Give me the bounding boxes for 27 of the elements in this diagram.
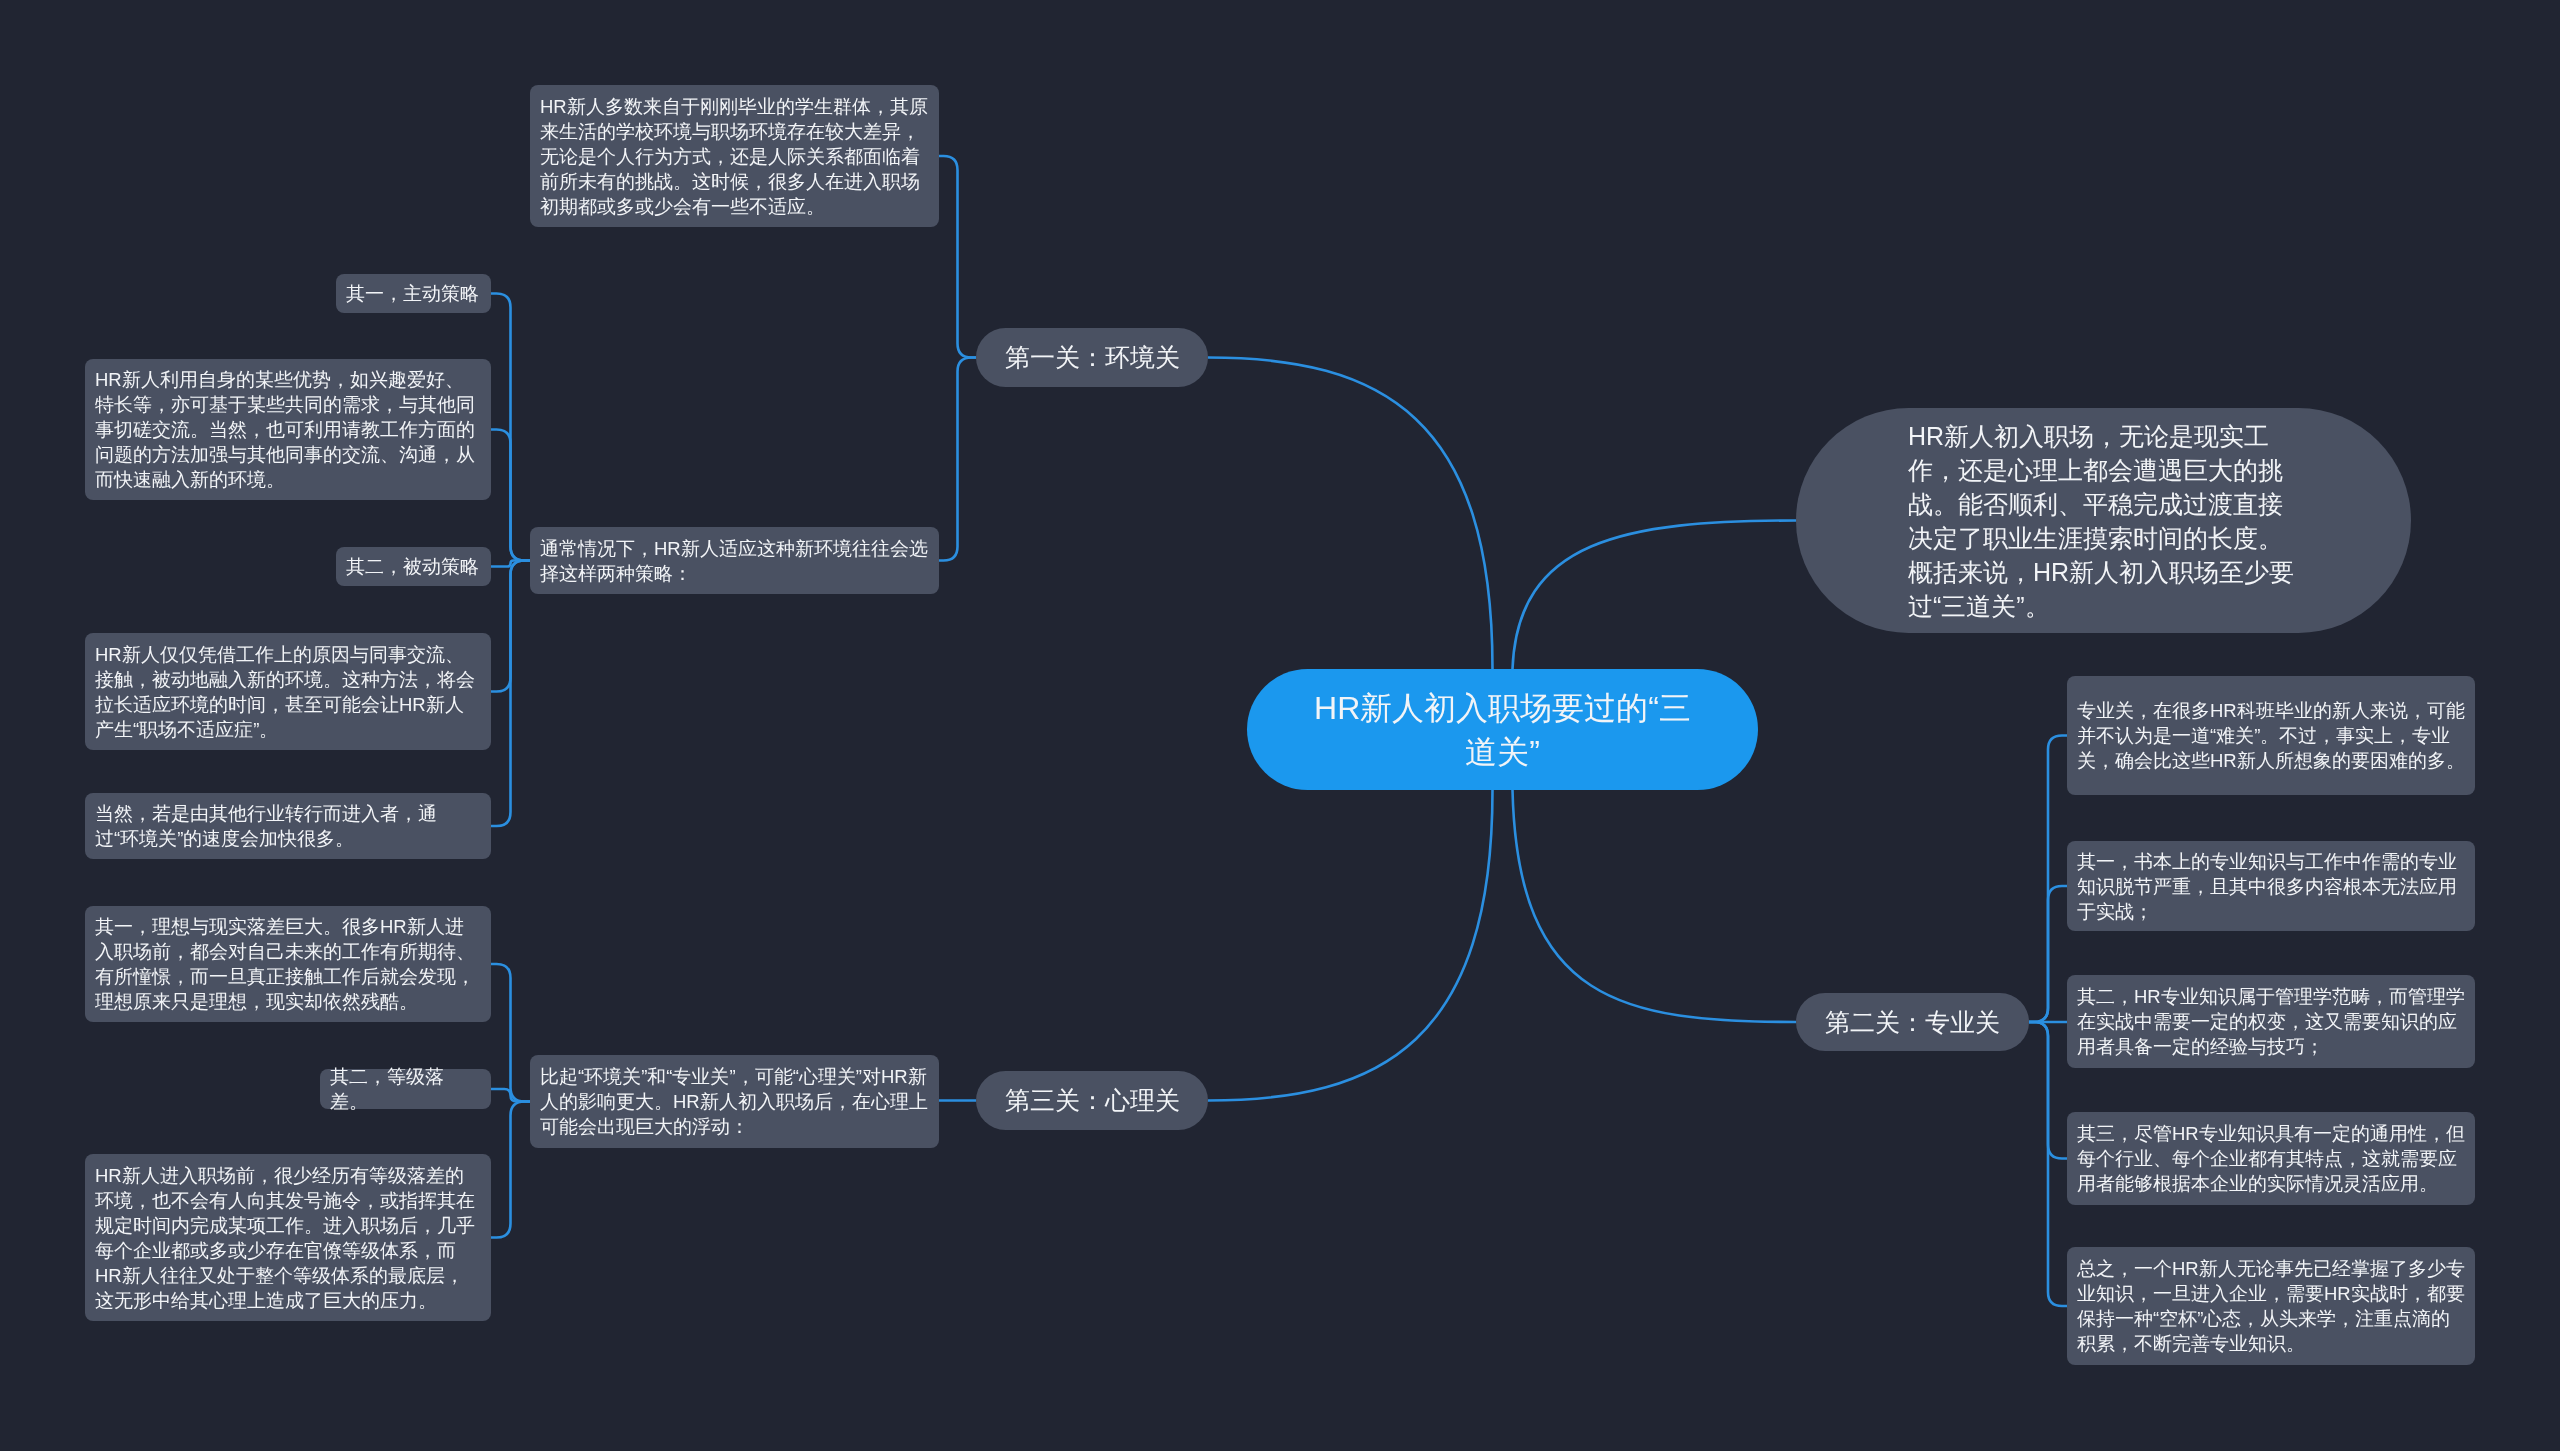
note-box: HR新人仅仅凭借工作上的原因与同事交流、接触，被动地融入新的环境。这种方法，将会拉长适应环境的时间，甚至可能会让HR新人产生“职场不适应症”。 <box>85 633 491 750</box>
note-box: 比起“环境关”和“专业关”，可能“心理关”对HR新人的影响更大。HR新人初入职场后，在心理上可能会出现巨大的浮动： <box>530 1055 939 1148</box>
note-box: 其二，被动策略 <box>336 547 491 586</box>
topic-box: 第三关：心理关 <box>976 1071 1208 1130</box>
topic-box: 第二关：专业关 <box>1796 993 2029 1051</box>
connector-line <box>1207 356 1494 670</box>
summary-bubble: HR新人初入职场，无论是现实工作，还是心理上都会遭遇巨大的挑战。能否顺利、平稳完成过渡直接决定了职业生涯摸索时间的长度。概括来说，HR新人初入职场至少要过“三道关”。 <box>1796 408 2411 633</box>
connector-line <box>1511 519 1796 670</box>
topic-box: 第一关：环境关 <box>976 328 1208 387</box>
connector-line <box>1207 789 1494 1102</box>
note-box: 其一，书本上的专业知识与工作中作需的专业知识脱节严重，且其中很多内容根本无法应用于实战； <box>2067 841 2475 931</box>
connector-line <box>939 1099 976 1102</box>
note-box: 总之，一个HR新人无论事先已经掌握了多少专业知识，一旦进入企业，需要HR实战时，都要保持一种“空杯”心态，从头来学，注重点滴的积累，不断完善专业知识。 <box>2067 1247 2475 1365</box>
connector-line <box>1511 789 1796 1024</box>
note-box: 其一，主动策略 <box>336 274 491 313</box>
note-box: 其二，HR专业知识属于管理学范畴，而管理学在实战中需要一定的权变，这又需要知识的应用者具备一定的经验与技巧； <box>2067 975 2475 1068</box>
note-box: HR新人利用自身的某些优势，如兴趣爱好、特长等，亦可基于某些共同的需求，与其他同事切磋交流。当然，也可利用请教工作方面的问题的方法加强与其他同事的交流、沟通，从而快速融入新的环境。 <box>85 359 491 500</box>
note-box: HR新人进入职场前，很少经历有等级落差的环境，也不会有人向其发号施令，或指挥其在规定时间内完成某项工作。进入职场后，几乎每个企业都或多或少存在官僚等级体系，而HR新人往往又处于整个等级体系的最底层，这无形中给其心理上造成了巨大的压力。 <box>85 1154 491 1321</box>
note-box: 其三，尽管HR专业知识具有一定的通用性，但每个行业、每个企业都有其特点，这就需要应用者能够根据本企业的实际情况灵活应用。 <box>2067 1112 2475 1205</box>
note-box: 通常情况下，HR新人适应这种新环境往往会选择这样两种策略： <box>530 527 939 594</box>
note-box: 其一，理想与现实落差巨大。很多HR新人进入职场前，都会对自己未来的工作有所期待、有所憧憬，而一旦真正接触工作后就会发现，理想原来只是理想，现实却依然残酷。 <box>85 906 491 1022</box>
note-box: 专业关，在很多HR科班毕业的新人来说，可能并不认为是一道“难关”。不过，事实上，专业关，确会比这些HR新人所想象的要困难的多。 <box>2067 676 2475 795</box>
central-topic-bubble: HR新人初入职场要过的“三道关” <box>1247 669 1758 790</box>
connector-line <box>2029 1020 2067 1308</box>
note-box: HR新人多数来自于刚刚毕业的学生群体，其原来生活的学校环境与职场环境存在较大差异，无论是个人行为方式，还是人际关系都面临着前所未有的挑战。这时候，很多人在进入职场初期都或多或少会有一些不适应。 <box>530 85 939 227</box>
note-box: 当然，若是由其他行业转行而进入者，通过“环境关”的速度会加快很多。 <box>85 793 491 859</box>
note-box: 其二，等级落差。 <box>320 1069 491 1109</box>
